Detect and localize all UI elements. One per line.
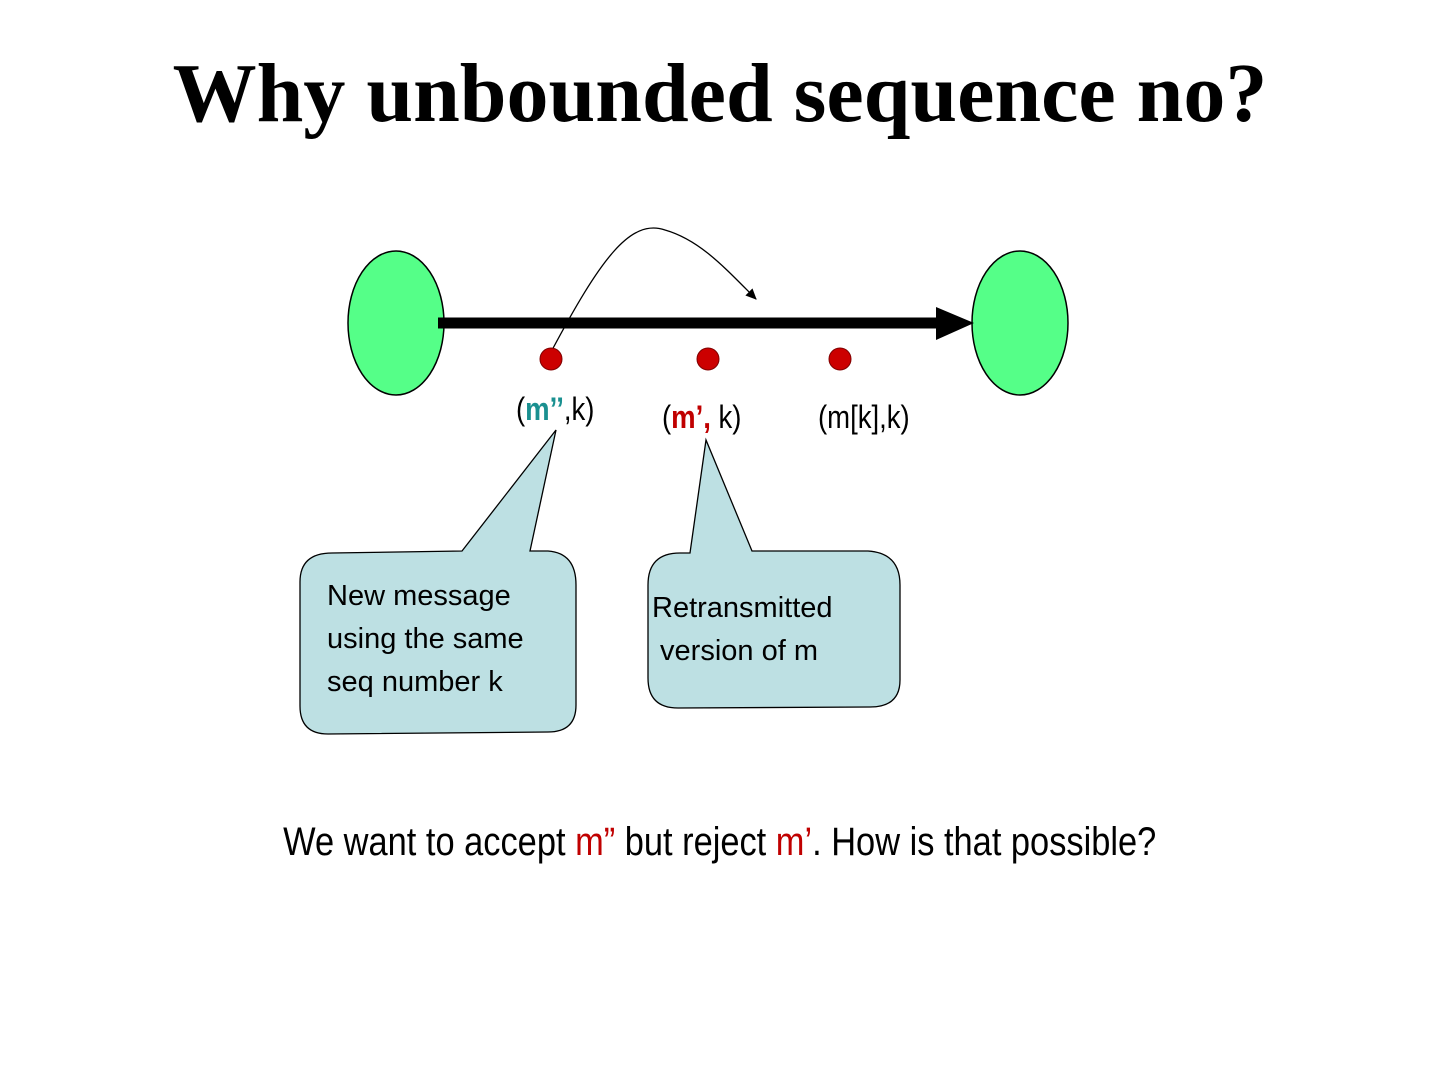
bottom-m-prime: m’ bbox=[775, 820, 813, 864]
callout-new-message bbox=[299, 429, 577, 735]
seq-k: k) bbox=[711, 400, 742, 435]
bottom-m-double-prime: m” bbox=[575, 820, 616, 864]
reorder-curve-arrow bbox=[550, 227, 757, 353]
channel-arrowhead bbox=[936, 307, 974, 340]
svg-text:Retransmitted version of: Retransmitted version of m bbox=[0, 0, 873, 667]
packet-label-m-prime: (m’, k) bbox=[662, 400, 741, 435]
callout-retransmitted bbox=[647, 437, 901, 709]
packet-dot-m-prime bbox=[696, 347, 720, 371]
callout-new-message-line-2: using the same bbox=[327, 623, 524, 655]
seq-k: ,k) bbox=[564, 392, 595, 427]
callout-new-message-line-1: New message bbox=[327, 580, 511, 612]
receiver-node bbox=[971, 250, 1069, 396]
bottom-text-3: . How is that possible? bbox=[812, 820, 1157, 864]
packet-label-m-k: (m[k],k) bbox=[818, 400, 910, 435]
callout-new-message-line-3: seq number k bbox=[327, 666, 503, 698]
bottom-text-2: but reject bbox=[615, 820, 776, 864]
paren-open: ( bbox=[662, 400, 671, 435]
slide-title: Why unbounded sequence no? bbox=[172, 47, 1268, 140]
msg-m-prime: m’, bbox=[671, 400, 711, 435]
sender-node bbox=[347, 250, 445, 396]
svg-text:New message using the same: New message using the same seq number k bbox=[327, 580, 532, 698]
callout-retransmitted-line-2: version of m bbox=[652, 635, 818, 667]
packet-dot-m-k bbox=[828, 347, 852, 371]
bottom-text-1: We want to accept bbox=[283, 820, 576, 864]
paren-open: ( bbox=[516, 392, 525, 427]
msg-m-double-prime: m’’ bbox=[525, 392, 564, 427]
packet-dot-m-double-prime bbox=[539, 347, 563, 371]
packet-label-m-double-prime: (m’’,k) bbox=[516, 392, 594, 427]
callout-retransmitted-line-1: Retransmitted bbox=[652, 592, 833, 624]
bottom-question: We want to accept m” but reject m’. How … bbox=[101, 814, 1339, 870]
